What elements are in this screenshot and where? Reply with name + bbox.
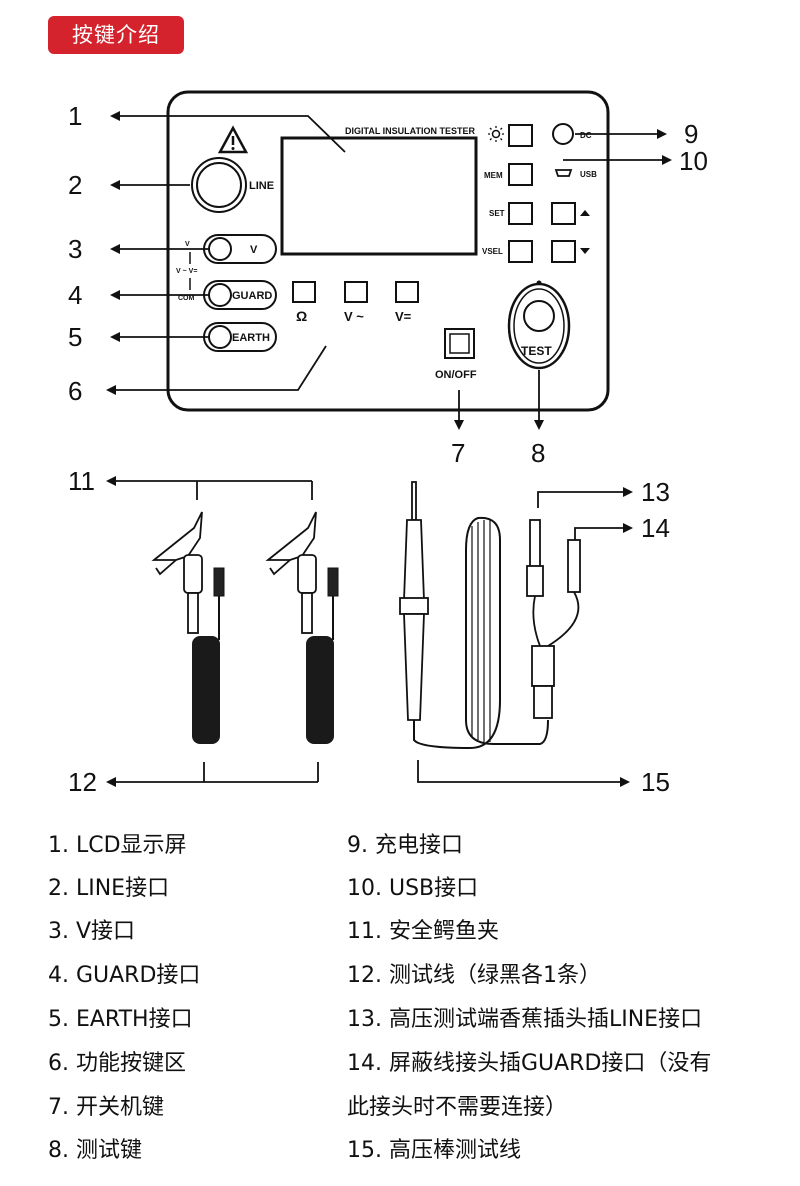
vdc-key[interactable] [395, 281, 419, 303]
callout-8: 8 [531, 438, 545, 468]
legend-col2-item: 9. 充电接口 [347, 833, 463, 858]
up-arrow-icon [580, 210, 590, 216]
clip-lead-left [151, 511, 225, 744]
v-terminal-label: V [250, 244, 258, 256]
vsel-key[interactable] [508, 240, 533, 263]
set-key-label: SET [489, 209, 505, 218]
callout-12: 12 [68, 767, 97, 797]
mem-key-label: MEM [484, 171, 503, 180]
legend-col2-item: 此接头时不需要连接） [347, 1095, 568, 1120]
usb-port-label: USB [580, 170, 597, 179]
legend-col1-item: 7. 开关机键 [48, 1095, 164, 1120]
legend-col2-item: 11. 安全鳄鱼夹 [347, 919, 499, 944]
callout-5: 5 [68, 322, 82, 352]
legend-col1-item: 4. GUARD接口 [48, 963, 201, 988]
vac-key-label: V ~ [344, 309, 364, 324]
model-text: DIGITAL INSULATION TESTER [345, 126, 475, 136]
test-key[interactable] [507, 282, 571, 370]
dc-charge-port[interactable] [552, 123, 574, 145]
set-key[interactable] [508, 202, 533, 225]
backlight-key[interactable] [508, 124, 533, 147]
callout-10: 10 [679, 146, 708, 176]
legend-col1-item: 5. EARTH接口 [48, 1007, 193, 1032]
callout-2: 2 [68, 170, 82, 200]
dc-port-label: DC [580, 131, 592, 140]
down-arrow-icon [580, 248, 590, 254]
callout-13: 13 [641, 477, 670, 507]
lcd-screen [280, 136, 478, 256]
legend-col1-item: 6. 功能按键区 [48, 1051, 186, 1076]
legend-col2-item: 15. 高压棒测试线 [347, 1138, 521, 1163]
test-key-label: TEST [521, 344, 552, 358]
mem-key[interactable] [508, 163, 533, 186]
legend-col1-item: 8. 测试键 [48, 1138, 142, 1163]
clip-lead-right [265, 511, 339, 744]
earth-terminal-label: EARTH [232, 332, 270, 344]
power-key-label: ON/OFF [435, 369, 477, 381]
callout-9: 9 [684, 119, 698, 149]
legend-col1-item: 1. LCD显示屏 [48, 833, 187, 858]
callout-6: 6 [68, 376, 82, 406]
callout-7: 7 [451, 438, 465, 468]
vac-key[interactable] [344, 281, 368, 303]
vdc-key-label: V= [395, 309, 412, 324]
legend-col1-item: 2. LINE接口 [48, 876, 170, 901]
line-terminal[interactable] [191, 157, 247, 213]
hv-probe-lead [399, 481, 581, 750]
legend-col1-item: 3. V接口 [48, 919, 136, 944]
down-key[interactable] [551, 240, 576, 263]
callout-15: 15 [641, 767, 670, 797]
up-key[interactable] [551, 202, 576, 225]
instrument-diagram: DIGITAL INSULATION TESTER LINE V V ~ V= … [68, 90, 708, 797]
backlight-icon [488, 126, 504, 142]
v-terminal[interactable] [203, 234, 277, 264]
ohm-key-label: Ω [296, 308, 307, 324]
callout-3: 3 [68, 234, 82, 264]
guard-terminal-label: GUARD [232, 290, 272, 302]
section-title-badge: 按键介绍 [48, 16, 184, 54]
legend-col2-item: 13. 高压测试端香蕉插头插LINE接口 [347, 1007, 703, 1032]
v-small-label: V [185, 241, 190, 248]
legend-col2-item: 12. 测试线（绿黑各1条） [347, 963, 601, 988]
legend-col2-item: 10. USB接口 [347, 876, 479, 901]
guard-terminal[interactable] [203, 280, 277, 310]
line-terminal-label: LINE [249, 180, 274, 192]
vsel-key-label: VSEL [482, 247, 503, 256]
callout-14: 14 [641, 513, 670, 543]
legend-col2-item: 14. 屏蔽线接头插GUARD接口（没有 [347, 1051, 712, 1076]
callout-4: 4 [68, 280, 82, 310]
warning-icon [217, 125, 249, 154]
vv-small-label: V ~ V= [176, 268, 197, 275]
usb-port[interactable] [554, 169, 573, 177]
com-small-label: COM [178, 295, 195, 302]
callout-11: 11 [68, 466, 95, 496]
callout-1: 1 [68, 101, 82, 131]
ohm-key[interactable] [292, 281, 316, 303]
